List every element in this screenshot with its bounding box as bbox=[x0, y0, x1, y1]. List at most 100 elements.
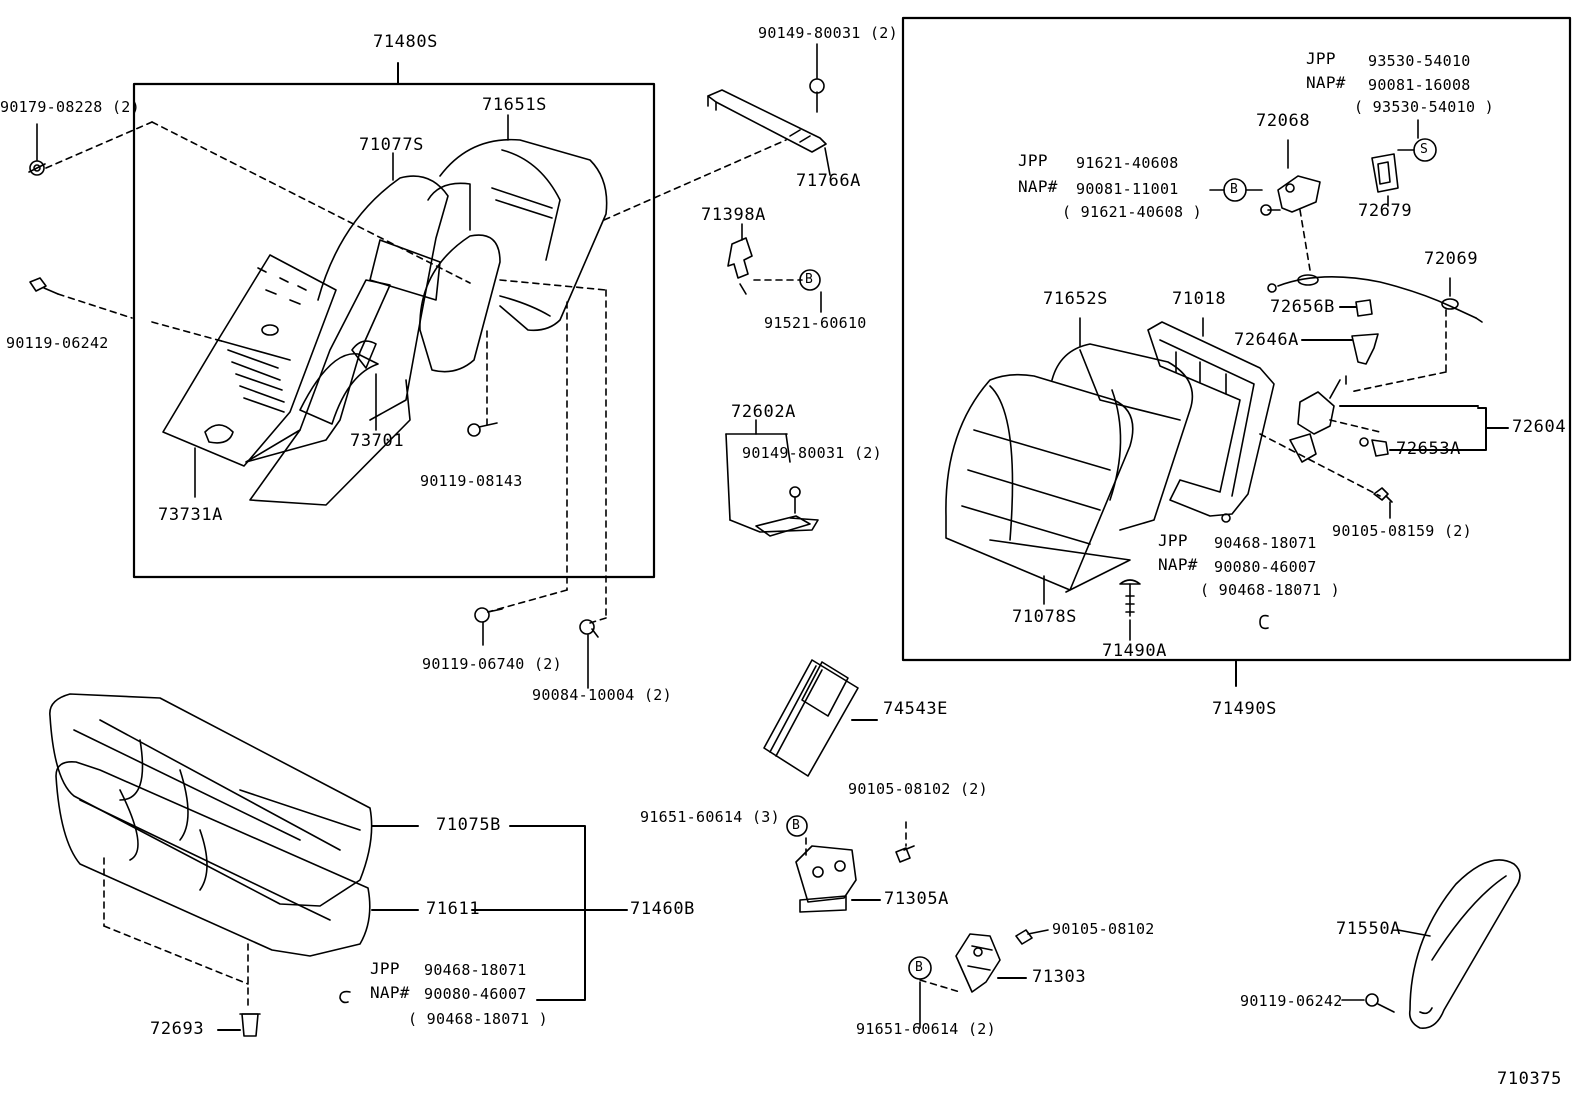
label-71077S: 71077S bbox=[359, 135, 425, 155]
label-90119-06242-left: 90119-06242 bbox=[6, 334, 109, 352]
label-b1-paren: ( 91621-40608 ) bbox=[1062, 203, 1202, 221]
label-71480S: 71480S bbox=[373, 32, 439, 52]
label-cushion-jpp: JPP bbox=[370, 959, 400, 978]
label-back-nap: NAP# bbox=[1158, 555, 1198, 574]
armrest-71550A bbox=[1408, 859, 1521, 1029]
label-back-jpp-number: 90468-18071 bbox=[1214, 534, 1317, 552]
manual-74543E bbox=[763, 659, 859, 777]
label-90119-08143: 90119-08143 bbox=[420, 472, 523, 490]
label-back-nap-number: 90080-46007 bbox=[1214, 558, 1317, 576]
marker-b: B bbox=[792, 818, 801, 833]
bolt-icon bbox=[467, 422, 498, 437]
label-72656B: 72656B bbox=[1270, 297, 1336, 317]
bolt-icon bbox=[474, 607, 503, 623]
marker-b: B bbox=[915, 960, 924, 975]
label-90105-08102: 90105-08102 bbox=[1052, 920, 1155, 938]
cable-72069 bbox=[1267, 274, 1483, 323]
cushion-pad-71611 bbox=[55, 760, 371, 957]
bolt-icon bbox=[1015, 929, 1049, 945]
label-71490S: 71490S bbox=[1212, 699, 1278, 719]
marker-circles bbox=[786, 138, 1437, 980]
label-90084-10004: 90084-10004 (2) bbox=[532, 686, 672, 704]
label-72679: 72679 bbox=[1358, 201, 1413, 221]
label-71550A: 71550A bbox=[1336, 919, 1402, 939]
label-72693: 72693 bbox=[150, 1019, 205, 1039]
label-back-paren: ( 90468-18071 ) bbox=[1200, 581, 1340, 599]
label-71305A: 71305A bbox=[884, 889, 950, 909]
label-b1-jpp-number: 91621-40608 bbox=[1076, 154, 1179, 172]
nut-icon bbox=[28, 160, 46, 176]
hinge-71305A bbox=[795, 845, 857, 913]
label-s-paren: ( 93530-54010 ) bbox=[1354, 98, 1494, 116]
label-71611: 71611 bbox=[426, 899, 481, 919]
label-cushion-jpp-number: 90468-18071 bbox=[424, 961, 527, 979]
label-72069: 72069 bbox=[1424, 249, 1479, 269]
label-s-jpp: JPP bbox=[1306, 49, 1336, 68]
clip-icon bbox=[239, 1013, 261, 1037]
label-cushion-paren: ( 90468-18071 ) bbox=[408, 1010, 548, 1028]
label-90105-08159: 90105-08159 (2) bbox=[1332, 522, 1472, 540]
seatback-frame-73701 bbox=[245, 279, 411, 506]
lock-72604 bbox=[1289, 375, 1389, 463]
marker-b: B bbox=[1230, 182, 1239, 197]
label-90119-06242-right: 90119-06242 bbox=[1240, 992, 1343, 1010]
label-b1-nap: NAP# bbox=[1018, 177, 1058, 196]
label-91521-60610: 91521-60610 bbox=[764, 314, 867, 332]
label-74543E: 74543E bbox=[883, 699, 949, 719]
label-b1-jpp: JPP bbox=[1018, 151, 1048, 170]
seatback-pad-71078S bbox=[945, 373, 1134, 593]
seatback-pad-73731A bbox=[162, 254, 337, 467]
assembly-box-71480S bbox=[132, 82, 656, 579]
bolt-icon bbox=[1365, 993, 1395, 1013]
hinge-71398A bbox=[727, 237, 753, 295]
bracket-72604 bbox=[1339, 405, 1509, 451]
bolt-icon bbox=[1373, 487, 1393, 503]
label-90149-80031-top: 90149-80031 (2) bbox=[758, 24, 898, 42]
label-72602A: 72602A bbox=[731, 402, 797, 422]
label-back-jpp: JPP bbox=[1158, 531, 1188, 550]
label-73731A: 73731A bbox=[158, 505, 224, 525]
label-cushion-nap-number: 90080-46007 bbox=[424, 985, 527, 1003]
seatback-cover-71652S bbox=[1051, 343, 1194, 531]
label-71398A: 71398A bbox=[701, 205, 767, 225]
lock-72068 bbox=[1260, 175, 1321, 216]
dashed-leaders-left bbox=[45, 121, 787, 624]
label-cushion-nap: NAP# bbox=[370, 983, 410, 1002]
bolt-icon bbox=[579, 619, 599, 638]
figure-number: 710375 bbox=[1497, 1069, 1563, 1089]
label-72646A: 72646A bbox=[1234, 330, 1300, 350]
label-90179-08228: 90179-08228 (2) bbox=[0, 98, 140, 116]
label-73701: 73701 bbox=[350, 431, 405, 451]
label-71075B: 71075B bbox=[436, 815, 502, 835]
cushion-cover-71075B bbox=[49, 693, 373, 907]
cover-72679 bbox=[1371, 153, 1399, 193]
clip-icon bbox=[1259, 614, 1269, 630]
pin-71490A bbox=[1119, 579, 1141, 617]
bolt-icon bbox=[809, 78, 825, 113]
knob-72646A bbox=[1351, 333, 1379, 365]
label-s-nap: NAP# bbox=[1306, 73, 1346, 92]
label-71766A: 71766A bbox=[796, 171, 862, 191]
marker-b: B bbox=[805, 272, 814, 287]
knob-72656B bbox=[1355, 299, 1373, 317]
label-71652S: 71652S bbox=[1043, 289, 1109, 309]
label-71078S: 71078S bbox=[1012, 607, 1078, 627]
label-71303: 71303 bbox=[1032, 967, 1087, 987]
label-90119-06740: 90119-06740 (2) bbox=[422, 655, 562, 673]
bolt-icon bbox=[895, 845, 915, 863]
label-90105-08102-2: 90105-08102 (2) bbox=[848, 780, 988, 798]
bracket-71766A bbox=[707, 89, 827, 153]
label-72604: 72604 bbox=[1512, 417, 1567, 437]
clip-icon bbox=[339, 990, 351, 1004]
label-71490A: 71490A bbox=[1102, 641, 1168, 661]
marker-s: S bbox=[1420, 142, 1429, 157]
label-91651-60614-2: 91651-60614 (2) bbox=[856, 1020, 996, 1038]
label-72068: 72068 bbox=[1256, 111, 1311, 131]
seatback-frame-71018 bbox=[1147, 321, 1275, 523]
label-91651-60614-3: 91651-60614 (3) bbox=[640, 808, 780, 826]
label-72653A: 72653A bbox=[1396, 439, 1462, 459]
hinge-71303 bbox=[955, 933, 1001, 993]
label-b1-nap-number: 90081-11001 bbox=[1076, 180, 1179, 198]
